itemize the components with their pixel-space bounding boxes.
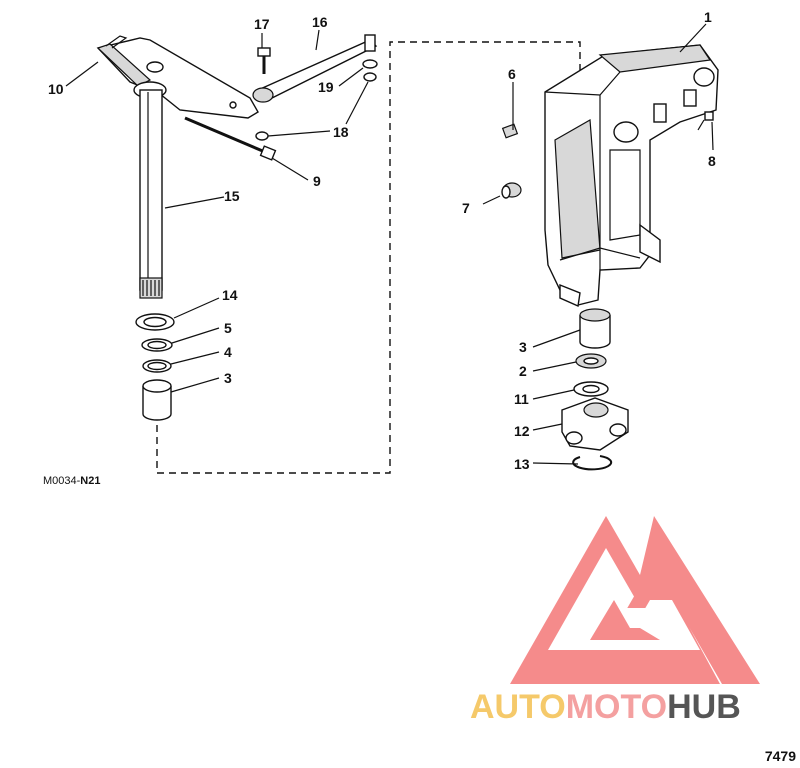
part-link-rod-16 [252,34,378,103]
drawing-code-suffix: N21 [80,475,100,487]
part-screw-8 [697,111,714,131]
callout-14: 14 [222,287,238,303]
callout-4: 4 [224,344,232,360]
callout-16: 16 [312,14,328,30]
dashed-connector [156,41,581,474]
drawing-code: M0034-N21 [43,475,100,487]
callout-3-left: 3 [224,370,232,386]
part-washer-11 [573,381,609,397]
callout-12: 12 [514,423,530,439]
callout-13: 13 [514,456,530,472]
part-seal-2 [575,353,607,369]
callout-labels: 1 2 3 3 4 5 6 7 8 9 10 11 12 13 14 15 16… [48,9,716,472]
part-washer-5 [141,338,173,352]
callout-18: 18 [333,124,349,140]
part-steering-tube-15 [139,89,163,299]
watermark-logo [510,516,760,684]
callout-5: 5 [224,320,232,336]
callout-15: 15 [224,188,240,204]
watermark-hub: HUB [667,688,741,726]
callout-1: 1 [704,9,712,25]
callout-8: 8 [708,153,716,169]
callout-11: 11 [514,391,529,407]
logo-triangle [510,516,760,684]
callout-10: 10 [48,81,64,97]
callout-17: 17 [254,16,270,32]
part-yoke-12 [561,397,629,451]
part-steering-arm [96,35,259,119]
watermark-moto: MOTO [566,688,667,726]
part-bolt-9 [184,116,277,161]
part-screw-17 [257,47,271,74]
callout-19: 19 [318,79,334,95]
part-washer-19 [362,59,378,69]
callout-6: 6 [508,66,516,82]
part-washer-4 [142,359,172,373]
part-fitting-6 [501,123,519,139]
part-retaining-ring-13 [572,455,613,471]
part-nut-18 [255,72,377,141]
leader-lines [65,23,714,465]
callout-7: 7 [462,200,470,216]
callout-9: 9 [313,173,321,189]
svg-text:AUTOMOTOHUB: AUTOMOTOHUB [470,688,741,726]
callout-3-right: 3 [519,339,527,355]
part-swivel-bracket-1 [544,44,719,308]
watermark-auto: AUTO [470,688,566,726]
page-number: 7479 [764,748,796,764]
part-bushing-3-left [142,379,172,421]
part-washer-14 [135,313,175,331]
callout-2: 2 [519,363,527,379]
drawing-code-prefix: M0034- [43,475,81,487]
part-bushing-7 [501,182,522,199]
watermark-text: AUTOMOTOHUB [470,688,741,726]
part-bushing-3-right [579,308,611,349]
